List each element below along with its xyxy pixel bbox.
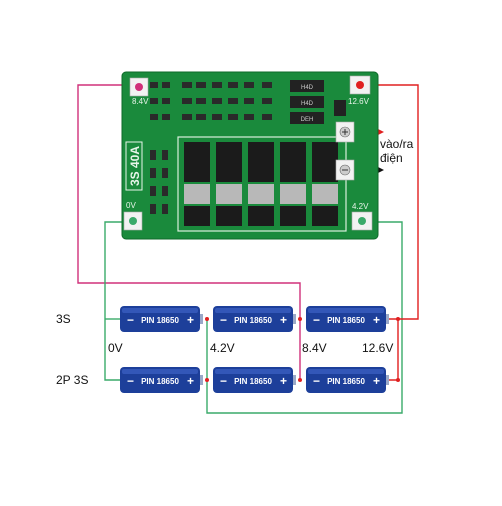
pad-12.6v: 12.6V (348, 75, 371, 106)
ic-3 (290, 112, 324, 124)
battery-cell-6: −PIN 18650 + (306, 367, 389, 393)
protection-ics: H4D H4D DEH (290, 80, 346, 124)
smd-components (150, 82, 272, 214)
io-label-1: vào/ra (380, 137, 414, 151)
minus-icon: − (127, 374, 134, 388)
ic-2-mark: H4D (301, 101, 314, 107)
junction-dot (298, 317, 302, 321)
wire-0v (104, 221, 131, 381)
pcb-silk-outline (177, 136, 347, 232)
battery-terminal (386, 314, 389, 324)
node-label-8.4v: 8.4V (302, 341, 327, 355)
battery-terminal (200, 314, 203, 324)
minus-icon: − (220, 313, 227, 327)
battery-cell-2: −PIN 18650 + (213, 306, 296, 332)
row-label-3s: 3S (56, 312, 71, 326)
ic-2 (290, 96, 324, 108)
wire-4.2v (206, 221, 403, 414)
battery-label: PIN 18650 (141, 316, 179, 325)
node-label-4.2v: 4.2V (210, 341, 235, 355)
battery-highlight (122, 369, 198, 374)
bms-board: H4D H4D DEH 3S 40A (121, 71, 379, 240)
wire-12.6v (360, 84, 419, 320)
ic-3-mark: DEH (301, 117, 314, 123)
minus-icon: − (313, 313, 320, 327)
junction-dot (396, 317, 400, 321)
battery-label: PIN 18650 (141, 377, 179, 386)
pad-8.4v: 8.4V (129, 77, 149, 106)
junction-dot (205, 317, 209, 321)
battery-cell-5: −PIN 18650 + (213, 367, 296, 393)
plus-icon: + (373, 313, 380, 327)
pad-minus (335, 159, 355, 181)
pad-12.6v-label: 12.6V (348, 97, 370, 106)
plus-icon: + (187, 313, 194, 327)
plus-icon: + (373, 374, 380, 388)
battery-highlight (215, 369, 291, 374)
battery-label: PIN 18650 (327, 316, 365, 325)
plus-icon: + (280, 313, 287, 327)
minus-icon: − (127, 313, 134, 327)
battery-label: PIN 18650 (234, 316, 272, 325)
battery-highlight (122, 308, 198, 313)
battery-label: PIN 18650 (327, 377, 365, 386)
board-model-mark: 3S 40A (128, 146, 142, 186)
node-label-12.6v: 12.6V (362, 341, 393, 355)
node-label-0v: 0V (108, 341, 123, 355)
minus-icon: − (313, 374, 320, 388)
battery-highlight (308, 369, 384, 374)
battery-terminal (200, 375, 203, 385)
pad-plus (335, 121, 355, 143)
battery-label: PIN 18650 (234, 377, 272, 386)
battery-cell-3: −PIN 18650 + (306, 306, 389, 332)
junction-dot (396, 378, 400, 382)
plus-icon: + (280, 374, 287, 388)
row-label-2p3s: 2P 3S (56, 373, 88, 387)
pad-0v-label: 0V (126, 201, 136, 210)
battery-terminal (293, 314, 296, 324)
battery-highlight (215, 308, 291, 313)
battery-pack: −PIN 18650+−PIN 18650+−PIN 18650+−PIN 18… (120, 306, 400, 393)
battery-cell-4: −PIN 18650 + (120, 367, 203, 393)
io-label-2: điện (380, 151, 403, 165)
pad-4.2v-label: 4.2V (352, 202, 369, 211)
plus-icon: + (187, 374, 194, 388)
battery-cell-1: −PIN 18650 + (120, 306, 203, 332)
diode (334, 100, 346, 116)
battery-highlight (308, 308, 384, 313)
minus-icon: − (220, 374, 227, 388)
battery-terminal (386, 375, 389, 385)
junction-dot (298, 378, 302, 382)
pad-8.4v-label: 8.4V (132, 97, 149, 106)
ic-1-mark: H4D (301, 85, 314, 91)
pad-0v: 0V (123, 201, 143, 231)
mosfets (184, 142, 338, 226)
battery-terminal (293, 375, 296, 385)
wire-8.4v (77, 84, 301, 318)
junction-dot (205, 378, 209, 382)
wires (77, 84, 419, 414)
ic-1 (290, 80, 324, 92)
pad-4.2v: 4.2V (351, 202, 373, 231)
